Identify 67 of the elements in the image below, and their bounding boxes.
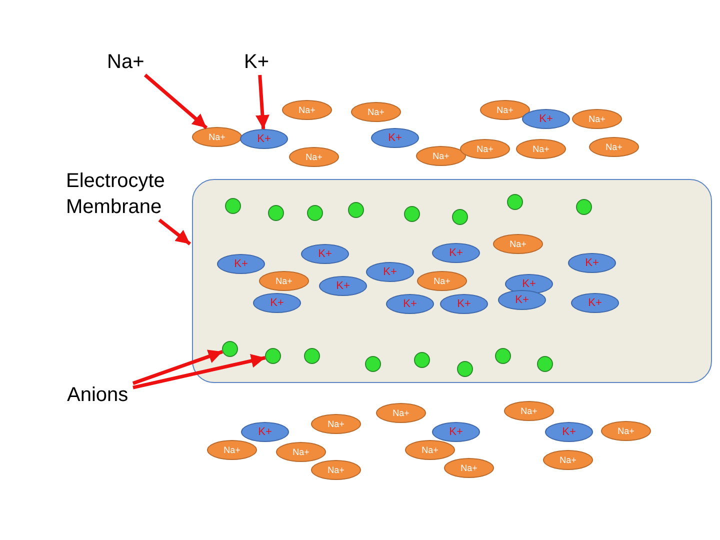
leader-arrow: [255, 74, 270, 130]
anion-circle: [348, 202, 364, 218]
potassium-ion: K+: [253, 293, 301, 313]
ion-label: K+: [244, 49, 274, 75]
sodium-ion: Na+: [460, 139, 510, 159]
potassium-ion: K+: [217, 254, 265, 274]
sodium-ion: Na+: [480, 100, 530, 120]
anion-circle: [537, 356, 553, 372]
potassium-ion: K+: [301, 244, 349, 264]
anion-circle: [404, 206, 420, 222]
potassium-ion: K+: [505, 274, 553, 294]
potassium-ion: K+: [545, 422, 593, 442]
sodium-ion: Na+: [444, 458, 494, 478]
sodium-ion: Na+: [259, 271, 309, 291]
sodium-ion: Na+: [416, 146, 466, 166]
sodium-ion: Na+: [207, 440, 257, 460]
sodium-ion: Na+: [493, 234, 543, 254]
anion-circle: [495, 348, 511, 364]
sodium-ion: Na+: [589, 137, 639, 157]
leader-arrow: [132, 350, 224, 385]
potassium-ion: K+: [240, 129, 288, 149]
sodium-ion: Na+: [282, 100, 332, 120]
sodium-ion: Na+: [276, 442, 326, 462]
sodium-ion: Na+: [572, 109, 622, 129]
cell-body: [192, 179, 712, 383]
potassium-ion: K+: [371, 128, 419, 148]
anion-circle: [507, 194, 523, 210]
sodium-ion: Na+: [516, 139, 566, 159]
ion-label: Na+: [107, 49, 153, 75]
sodium-ion: Na+: [351, 102, 401, 122]
anion-circle: [265, 348, 281, 364]
potassium-ion: K+: [241, 422, 289, 442]
sodium-ion: Na+: [417, 271, 467, 291]
anion-circle: [452, 209, 468, 225]
anion-circle: [457, 361, 473, 377]
sodium-ion: Na+: [311, 414, 361, 434]
leader-arrow: [144, 74, 208, 130]
potassium-ion: K+: [440, 294, 488, 314]
potassium-ion: K+: [571, 293, 619, 313]
sodium-ion: Na+: [192, 127, 242, 147]
potassium-ion: K+: [522, 109, 570, 129]
potassium-ion: K+: [568, 253, 616, 273]
sodium-ion: Na+: [311, 460, 361, 480]
anion-circle: [307, 205, 323, 221]
potassium-ion: K+: [366, 262, 414, 282]
anion-circle: [268, 205, 284, 221]
sodium-ion: Na+: [376, 403, 426, 423]
potassium-ion: K+: [386, 294, 434, 314]
sodium-ion: Na+: [504, 401, 554, 421]
sodium-ion: Na+: [543, 450, 593, 470]
potassium-ion: K+: [432, 243, 480, 263]
anion-circle: [576, 199, 592, 215]
potassium-ion: K+: [319, 276, 367, 296]
anion-circle: [365, 356, 381, 372]
leader-arrow: [158, 218, 192, 246]
sodium-ion: Na+: [601, 421, 651, 441]
anion-circle: [225, 198, 241, 214]
potassium-ion: K+: [498, 290, 546, 310]
leader-arrow: [132, 354, 266, 390]
anion-label: Anions: [67, 382, 133, 408]
potassium-ion: K+: [432, 422, 480, 442]
membrane-label: Electrocyte Membrane: [66, 168, 182, 220]
anion-circle: [304, 348, 320, 364]
sodium-ion: Na+: [289, 147, 339, 167]
sodium-ion: Na+: [405, 440, 455, 460]
anion-circle: [222, 341, 238, 357]
anion-circle: [414, 352, 430, 368]
